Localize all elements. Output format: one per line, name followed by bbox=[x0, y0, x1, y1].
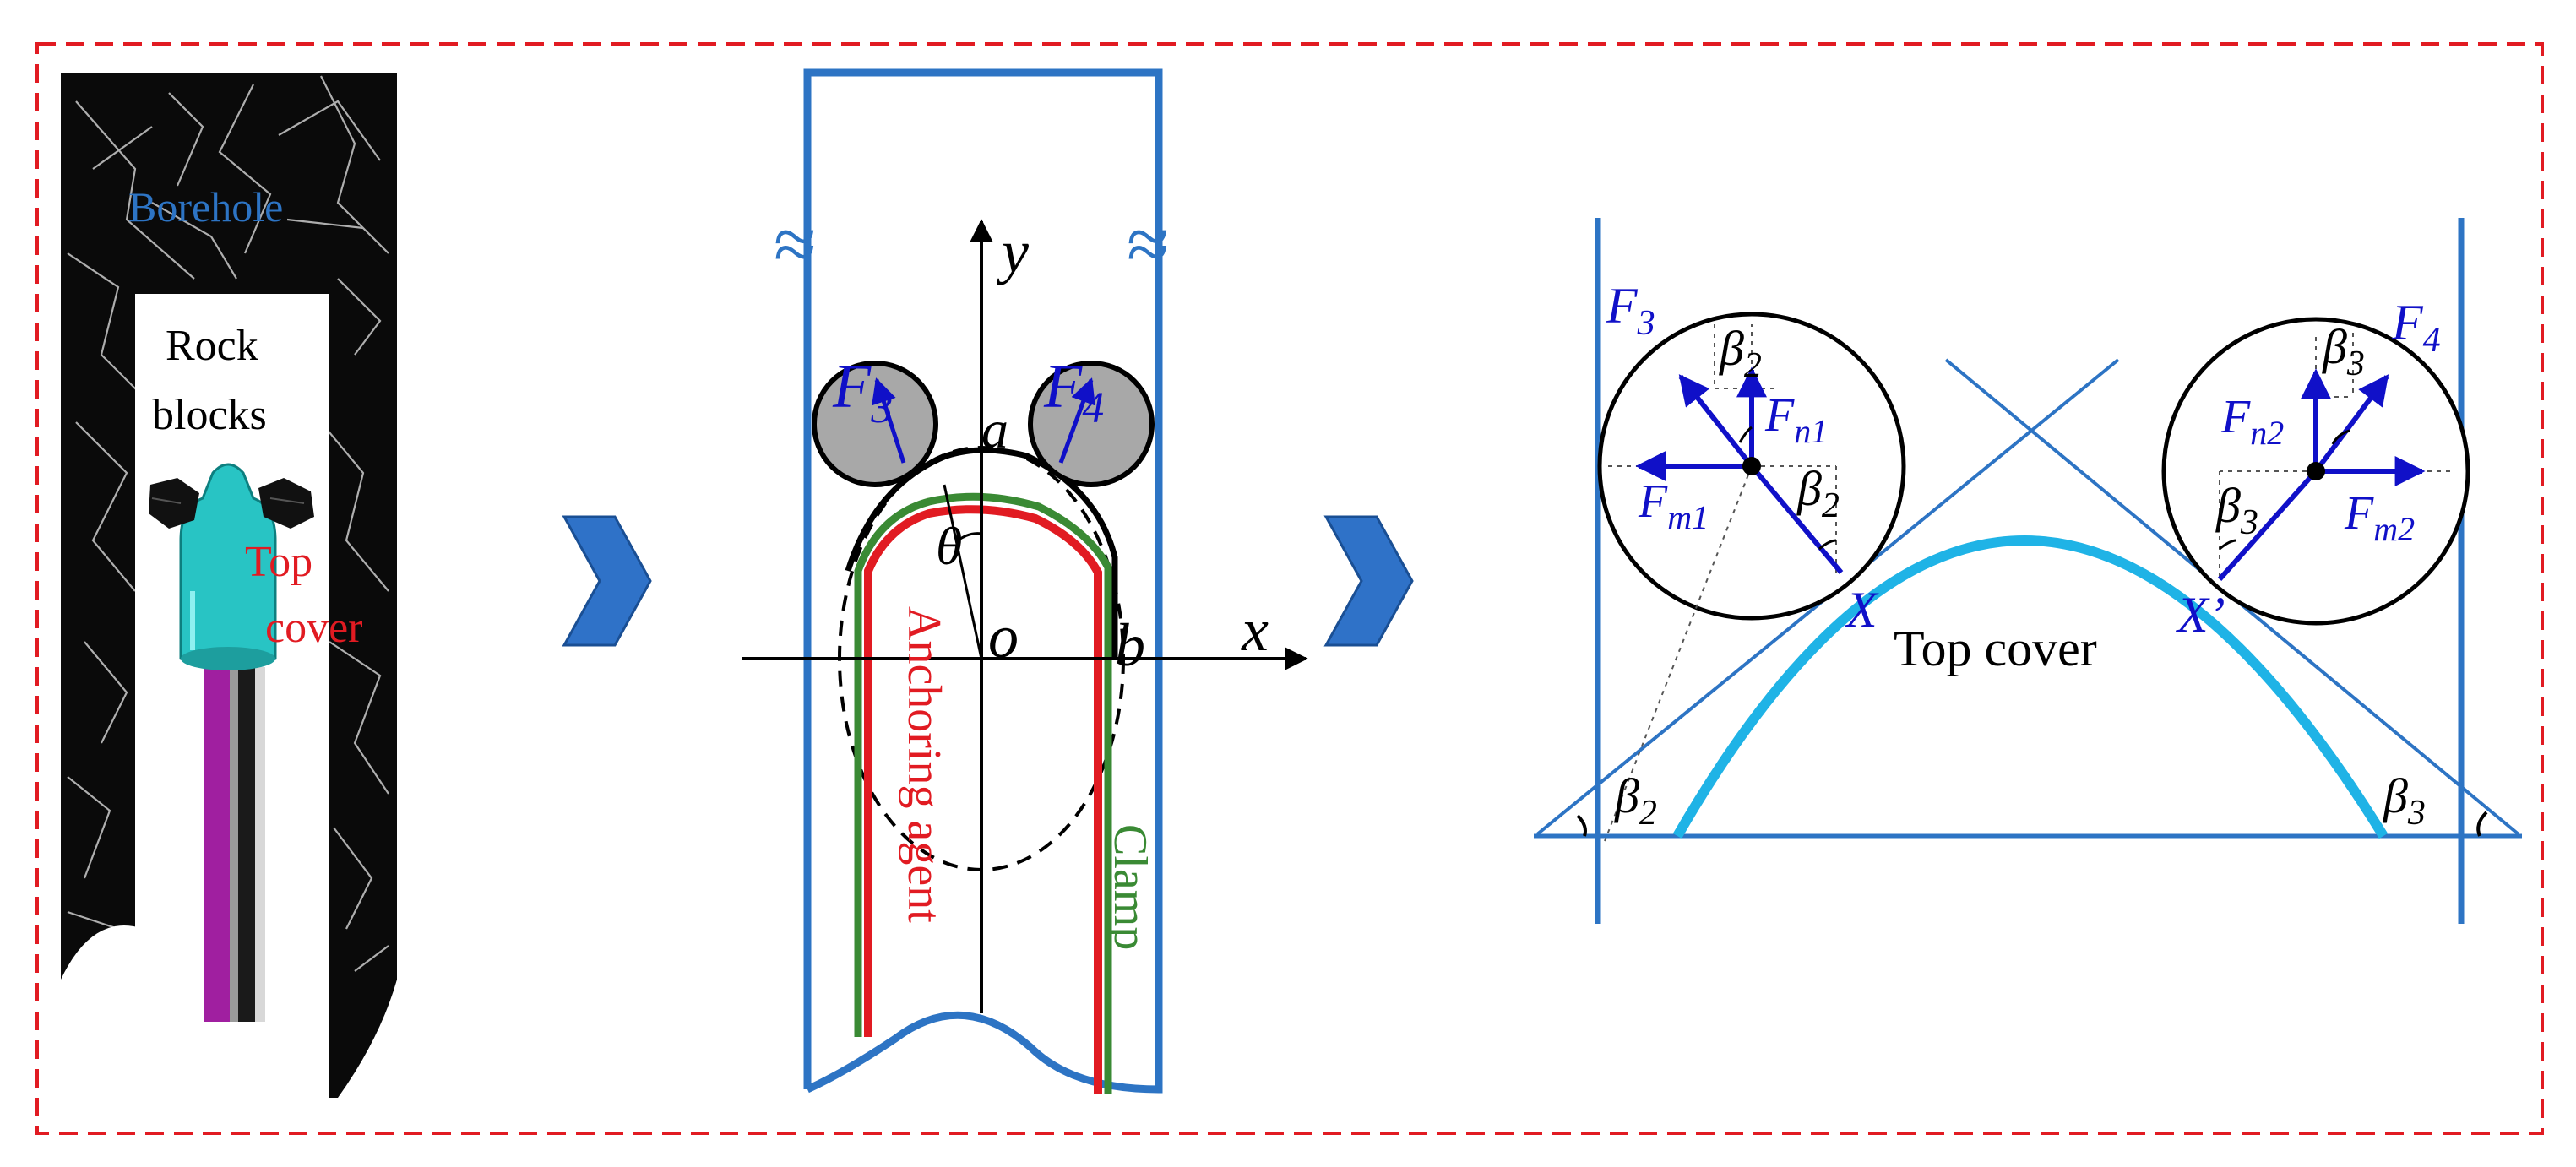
label-rock-blocks-2: blocks bbox=[152, 391, 267, 439]
force-arrow-f3-detail bbox=[1678, 374, 1754, 468]
theta-ray bbox=[943, 484, 983, 659]
chevron-arrow-1 bbox=[562, 515, 652, 647]
label-fm2: Fm2 bbox=[2344, 487, 2415, 548]
ball-right bbox=[1028, 361, 1155, 487]
label-fn1: Fn1 bbox=[1764, 389, 1828, 450]
clamp-outline bbox=[854, 492, 1112, 1094]
angle-arc-beta3-base bbox=[2476, 811, 2488, 837]
label-f4-detail: F4 bbox=[2391, 295, 2441, 360]
panel-coordinate-model: ≈ ≈ y x o a b θ F3 F4 Anchoring agent Cl… bbox=[742, 68, 1308, 1094]
bottom-white-blob bbox=[61, 925, 177, 1098]
chevron-arrow-2 bbox=[1323, 515, 1414, 647]
anchor-rod-dark bbox=[238, 667, 255, 1022]
force-arrow-f3 bbox=[872, 377, 906, 464]
label-fn2: Fn2 bbox=[2220, 391, 2284, 452]
normal-line-right bbox=[2217, 470, 2318, 581]
rock-block-right bbox=[258, 478, 314, 529]
rock-cracks bbox=[67, 75, 389, 972]
break-mark-right: ≈ bbox=[1127, 201, 1170, 287]
label-f4: F4 bbox=[1043, 352, 1104, 432]
label-top-cover-detail: Top cover bbox=[1894, 621, 2097, 676]
label-axis-y: y bbox=[996, 218, 1029, 285]
theta-arc bbox=[957, 532, 982, 542]
label-beta2-upper: β2 bbox=[1719, 321, 1762, 385]
break-mark-left: ≈ bbox=[774, 201, 817, 287]
label-origin: o bbox=[988, 603, 1019, 670]
label-point-a: a bbox=[981, 399, 1008, 459]
angle-arc-beta2-upper bbox=[1738, 426, 1753, 443]
ball-left bbox=[812, 361, 938, 487]
label-beta3-upper: β3 bbox=[2322, 319, 2365, 383]
panel-borehole-photo: Borehole Rock blocks Top cover bbox=[61, 73, 397, 1098]
label-clamp: Clamp bbox=[1104, 824, 1156, 950]
rock-block-left bbox=[149, 478, 199, 529]
label-f3: F3 bbox=[832, 352, 893, 432]
label-beta2-base: β2 bbox=[1614, 768, 1657, 833]
center-dot-right bbox=[2307, 462, 2325, 480]
label-fm1: Fm1 bbox=[1638, 475, 1709, 536]
label-borehole: Borehole bbox=[128, 183, 283, 231]
anchor-rod-magenta bbox=[204, 667, 230, 1022]
label-point-x: X bbox=[1845, 582, 1879, 638]
top-cover-arc bbox=[845, 447, 1118, 659]
force-arrow-f4-detail bbox=[2313, 374, 2389, 473]
panel-force-analysis: F3 F4 Fn1 Fm1 Fn2 Fm2 β2 β2 β3 β3 β2 β3 … bbox=[1534, 218, 2522, 924]
angle-arc-beta3-upper bbox=[2331, 429, 2350, 445]
angle-arc-beta2-lower bbox=[1818, 539, 1837, 551]
anchor-rod-light bbox=[255, 667, 265, 1022]
anchor-rod-grey bbox=[230, 667, 238, 1022]
angle-arc-beta2-base bbox=[1576, 814, 1587, 837]
label-f3-detail: F3 bbox=[1606, 278, 1655, 343]
label-point-b: b bbox=[1115, 611, 1145, 679]
label-beta3-lower: β3 bbox=[2215, 478, 2258, 542]
normal-line-left bbox=[1749, 464, 1844, 574]
label-beta3-base: β3 bbox=[2383, 768, 2426, 833]
top-cover-parabola bbox=[1672, 535, 2389, 839]
outer-dashed-frame bbox=[35, 42, 2544, 1135]
angle-arc-beta3-lower bbox=[2219, 539, 2237, 551]
force-arrow-f4 bbox=[1058, 377, 1095, 464]
label-point-x-prime: X’ bbox=[2176, 587, 2225, 643]
label-rock-blocks-1: Rock bbox=[166, 322, 258, 370]
label-top-cover-2: cover bbox=[265, 604, 362, 652]
label-axis-x: x bbox=[1241, 596, 1269, 664]
label-anchoring-agent: Anchoring agent bbox=[898, 606, 950, 923]
label-beta2-lower: β2 bbox=[1796, 461, 1840, 525]
label-top-cover-1: Top bbox=[245, 538, 312, 586]
center-dot-left bbox=[1742, 457, 1761, 475]
